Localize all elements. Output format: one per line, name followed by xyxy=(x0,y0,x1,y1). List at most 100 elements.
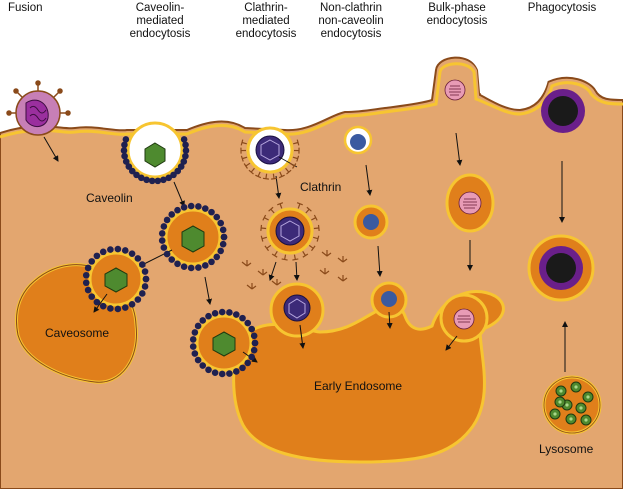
caveolin-bead xyxy=(88,293,95,300)
clathrin-spike xyxy=(314,228,319,229)
caveolin-bead xyxy=(217,220,224,227)
header-phagocytosis: Phagocytosis xyxy=(514,2,610,15)
caveolin-bead xyxy=(94,253,101,260)
caveolin-bead xyxy=(226,370,233,377)
caveolin-bead xyxy=(233,311,240,318)
lysosome-enzyme-core xyxy=(553,412,556,415)
endosome-bulk-cargo xyxy=(454,309,474,329)
caveolin-bead xyxy=(107,246,114,253)
header-caveolin: Caveolin- mediated endocytosis xyxy=(115,2,205,41)
clathrin-triskelion xyxy=(271,178,277,179)
caveolin-bead xyxy=(220,241,227,248)
caveolin-bead xyxy=(155,178,162,185)
caveolin-bead xyxy=(213,254,220,261)
header-fusion: Fusion xyxy=(8,2,43,15)
caveolin-bead xyxy=(251,347,258,354)
caveolin-bead xyxy=(121,147,128,154)
caveolin-bead xyxy=(219,371,226,378)
caveolin-bead xyxy=(85,287,92,294)
caveolin-bead xyxy=(212,310,219,317)
caveolin-bead xyxy=(192,329,199,336)
caveolin-bead xyxy=(192,350,199,357)
clathrin-triskelion xyxy=(261,225,262,231)
header-caveolin-line2: mediated xyxy=(115,15,205,28)
clathrin-spike xyxy=(261,228,266,229)
caveolin-bead xyxy=(159,237,166,244)
caveolin-bead xyxy=(100,249,107,256)
caveolin-bead xyxy=(122,304,129,311)
caveolin-bead xyxy=(83,279,90,286)
caveolin-bead xyxy=(221,234,228,241)
caveolin-pit xyxy=(128,123,182,177)
caveolin-bead xyxy=(220,227,227,234)
caveolin-vesicle xyxy=(166,210,220,264)
caveolin-bead xyxy=(208,209,215,216)
caveolin-bead xyxy=(161,223,168,230)
endosome-clathrin-cargo xyxy=(284,295,310,321)
endosome-small-cargo xyxy=(381,291,397,307)
phagosome xyxy=(529,236,593,300)
header-caveolin-line1: Caveolin- xyxy=(115,2,205,15)
caveolin-bead xyxy=(183,147,190,154)
bulk-pinosome-top xyxy=(445,80,465,100)
clathrin-vesicle xyxy=(268,209,312,253)
header-nonclathrin-line2: non-caveolin xyxy=(303,15,399,28)
header-bulk: Bulk-phase endocytosis xyxy=(409,2,505,28)
caveolin-bead xyxy=(248,354,255,361)
caveolin-bead xyxy=(208,259,215,266)
header-nonclathrin-line1: Non-clathrin xyxy=(303,2,399,15)
caveolin-bead xyxy=(239,315,246,322)
header-caveolin-line3: endocytosis xyxy=(115,28,205,41)
caveolin-bead xyxy=(164,251,171,258)
caveolin-bead xyxy=(195,323,202,330)
clathrin-triskelion xyxy=(263,178,269,179)
caveolin-bead xyxy=(195,357,202,364)
caveolin-bead xyxy=(142,268,149,275)
caveolin-bead xyxy=(159,230,166,237)
caveolin-bead xyxy=(188,265,195,272)
clathrin-spike xyxy=(266,174,267,179)
caveolin-bead xyxy=(233,368,240,375)
caveolin-bead xyxy=(217,248,224,255)
caveolin-bead xyxy=(121,153,128,160)
caveolin-bead xyxy=(174,261,181,268)
caveolin-bead xyxy=(85,265,92,272)
caveosome-vesicle xyxy=(90,253,142,305)
caveolin-bead xyxy=(251,333,258,340)
caveolin-bead xyxy=(188,203,195,210)
caveolin-bead xyxy=(248,326,255,333)
caveolin-bead xyxy=(135,255,142,262)
caveolin-bead xyxy=(202,262,209,269)
caveolin-bead xyxy=(129,301,136,308)
lysosome-enzyme-core xyxy=(569,417,572,420)
caveolin-bead xyxy=(195,264,202,271)
caveolin-bead xyxy=(164,217,171,224)
caveolin-bead xyxy=(135,296,142,303)
clathrin-pit xyxy=(248,128,292,172)
caveolin-bead xyxy=(139,290,146,297)
header-nonclathrin-line3: endocytosis xyxy=(303,28,399,41)
lysosome-enzyme-core xyxy=(584,418,587,421)
caveolin-bead xyxy=(174,207,181,214)
caveolin-bead xyxy=(199,362,206,369)
caveolin-bead xyxy=(123,136,130,143)
caveolin-bead xyxy=(226,309,233,316)
caveolin-bead xyxy=(181,263,188,270)
caveolin-bead xyxy=(100,303,107,310)
label-caveosome: Caveosome xyxy=(45,327,109,340)
caveolin-bead xyxy=(195,203,202,210)
label-caveolin: Caveolin xyxy=(86,192,133,205)
caveolin-bead xyxy=(239,365,246,372)
caveolin-bead xyxy=(107,305,114,312)
clathrin-triskelion xyxy=(319,225,320,231)
nonclathrin-pit xyxy=(345,127,371,153)
caveolin-bead xyxy=(181,204,188,211)
caveolin-bead xyxy=(161,244,168,251)
caveolin-bead xyxy=(199,317,206,324)
header-nonclathrin: Non-clathrin non-caveolin endocytosis xyxy=(303,2,399,41)
header-bulk-line1: Bulk-phase xyxy=(409,2,505,15)
lysosome-enzyme-core xyxy=(574,385,577,388)
lysosome-enzyme-core xyxy=(579,406,582,409)
caveolin-vesicle-fusing xyxy=(197,316,251,370)
label-lysosome: Lysosome xyxy=(539,443,593,456)
